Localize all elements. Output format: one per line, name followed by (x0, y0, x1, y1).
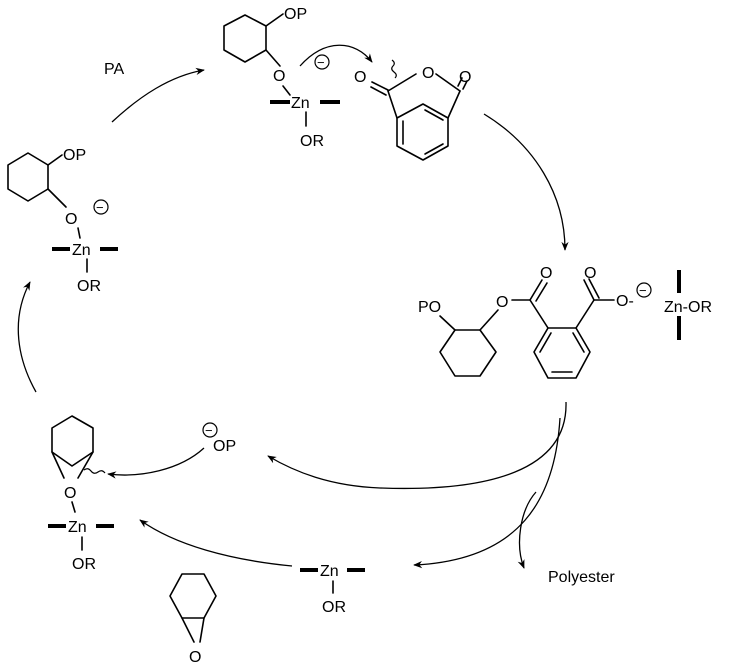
left-cyclohexane-ring (7, 152, 49, 202)
right-zinc-carboxylate-intermediate: PO O O O O- − Zn-OR (418, 265, 712, 379)
right-carboxylate-o-label: O- (616, 293, 634, 310)
ring-opening-attack-arrow (107, 447, 205, 479)
left-or-label: OR (77, 278, 101, 295)
right-carbonyl-o-left: O (540, 265, 552, 282)
coordinated-epoxide-o-label: O (64, 485, 76, 502)
pa-label: PA (104, 61, 124, 78)
anhydride-carbonyl-o-right: O (459, 69, 471, 86)
top-zn-label: Zn (291, 95, 310, 112)
top-alkoxide-o-label: O (273, 68, 285, 85)
right-carbonyl-o-right: O (584, 265, 596, 282)
right-zn-or-label: Zn-OR (664, 299, 712, 316)
arrow-left-to-top (111, 67, 205, 123)
anhydride-cleavage-wavy-bond (391, 59, 397, 79)
cyclohexene-oxide: O (169, 573, 217, 666)
epoxide-o-label: O (189, 649, 201, 666)
right-po-label: PO (418, 299, 441, 316)
svg-text:−: − (205, 423, 213, 438)
svg-text:−: − (639, 283, 647, 298)
bottom-left-coordinated-epoxide: O Zn OR (48, 415, 114, 573)
phthalic-anhydride: O O O (354, 59, 471, 161)
top-or-label: OR (300, 133, 324, 150)
anhydride-benzene-ring (396, 103, 449, 161)
top-zinc-alkoxide-intermediate: OP O − Zn OR (223, 6, 340, 150)
op-anion-label: OP (213, 438, 236, 455)
cyclohexene-oxide-ring (169, 573, 217, 619)
arrow-catalyst-to-coordinated-epoxide (139, 519, 293, 567)
bottom-left-zn-label: Zn (68, 519, 87, 536)
coordinated-epoxide-ring (51, 415, 94, 467)
right-benzene-ring (533, 327, 591, 379)
epoxide-cleavage-wavy-bond (83, 468, 106, 474)
top-op-label: OP (284, 6, 307, 23)
left-zn-label: Zn (72, 242, 91, 259)
arrow-top-to-right (483, 113, 569, 251)
top-negative-charge (314, 54, 330, 70)
right-cyclohexane-ring (439, 329, 497, 377)
right-negative-charge (636, 282, 652, 298)
bottom-left-or-label: OR (72, 556, 96, 573)
arrow-to-polyester (517, 491, 537, 569)
arrow-right-to-bottom-left (267, 401, 567, 490)
svg-text:−: − (96, 200, 104, 215)
nucleophilic-attack-arrow (299, 44, 373, 67)
left-alkoxide-o-label: O (65, 211, 77, 228)
right-ester-o-label: O (496, 294, 508, 311)
op-anion-negative-charge (202, 422, 218, 438)
top-cyclohexane-ring (223, 14, 267, 63)
anhydride-ring-o-label: O (422, 65, 434, 82)
zinc-catalyst: Zn OR (300, 563, 365, 616)
arrow-right-to-catalyst (413, 417, 561, 569)
left-op-label: OP (63, 147, 86, 164)
catalyst-or-label: OR (322, 599, 346, 616)
incoming-op-anion: − OP (202, 422, 236, 455)
polyester-label: Polyester (548, 569, 615, 586)
catalyst-zn-label: Zn (320, 563, 339, 580)
left-zinc-alkoxide-intermediate: OP O − Zn OR (7, 147, 118, 295)
anhydride-carbonyl-o-left: O (354, 69, 366, 86)
arrow-bottom-left-to-left (17, 281, 37, 393)
svg-text:−: − (317, 55, 325, 70)
left-negative-charge (93, 199, 109, 215)
